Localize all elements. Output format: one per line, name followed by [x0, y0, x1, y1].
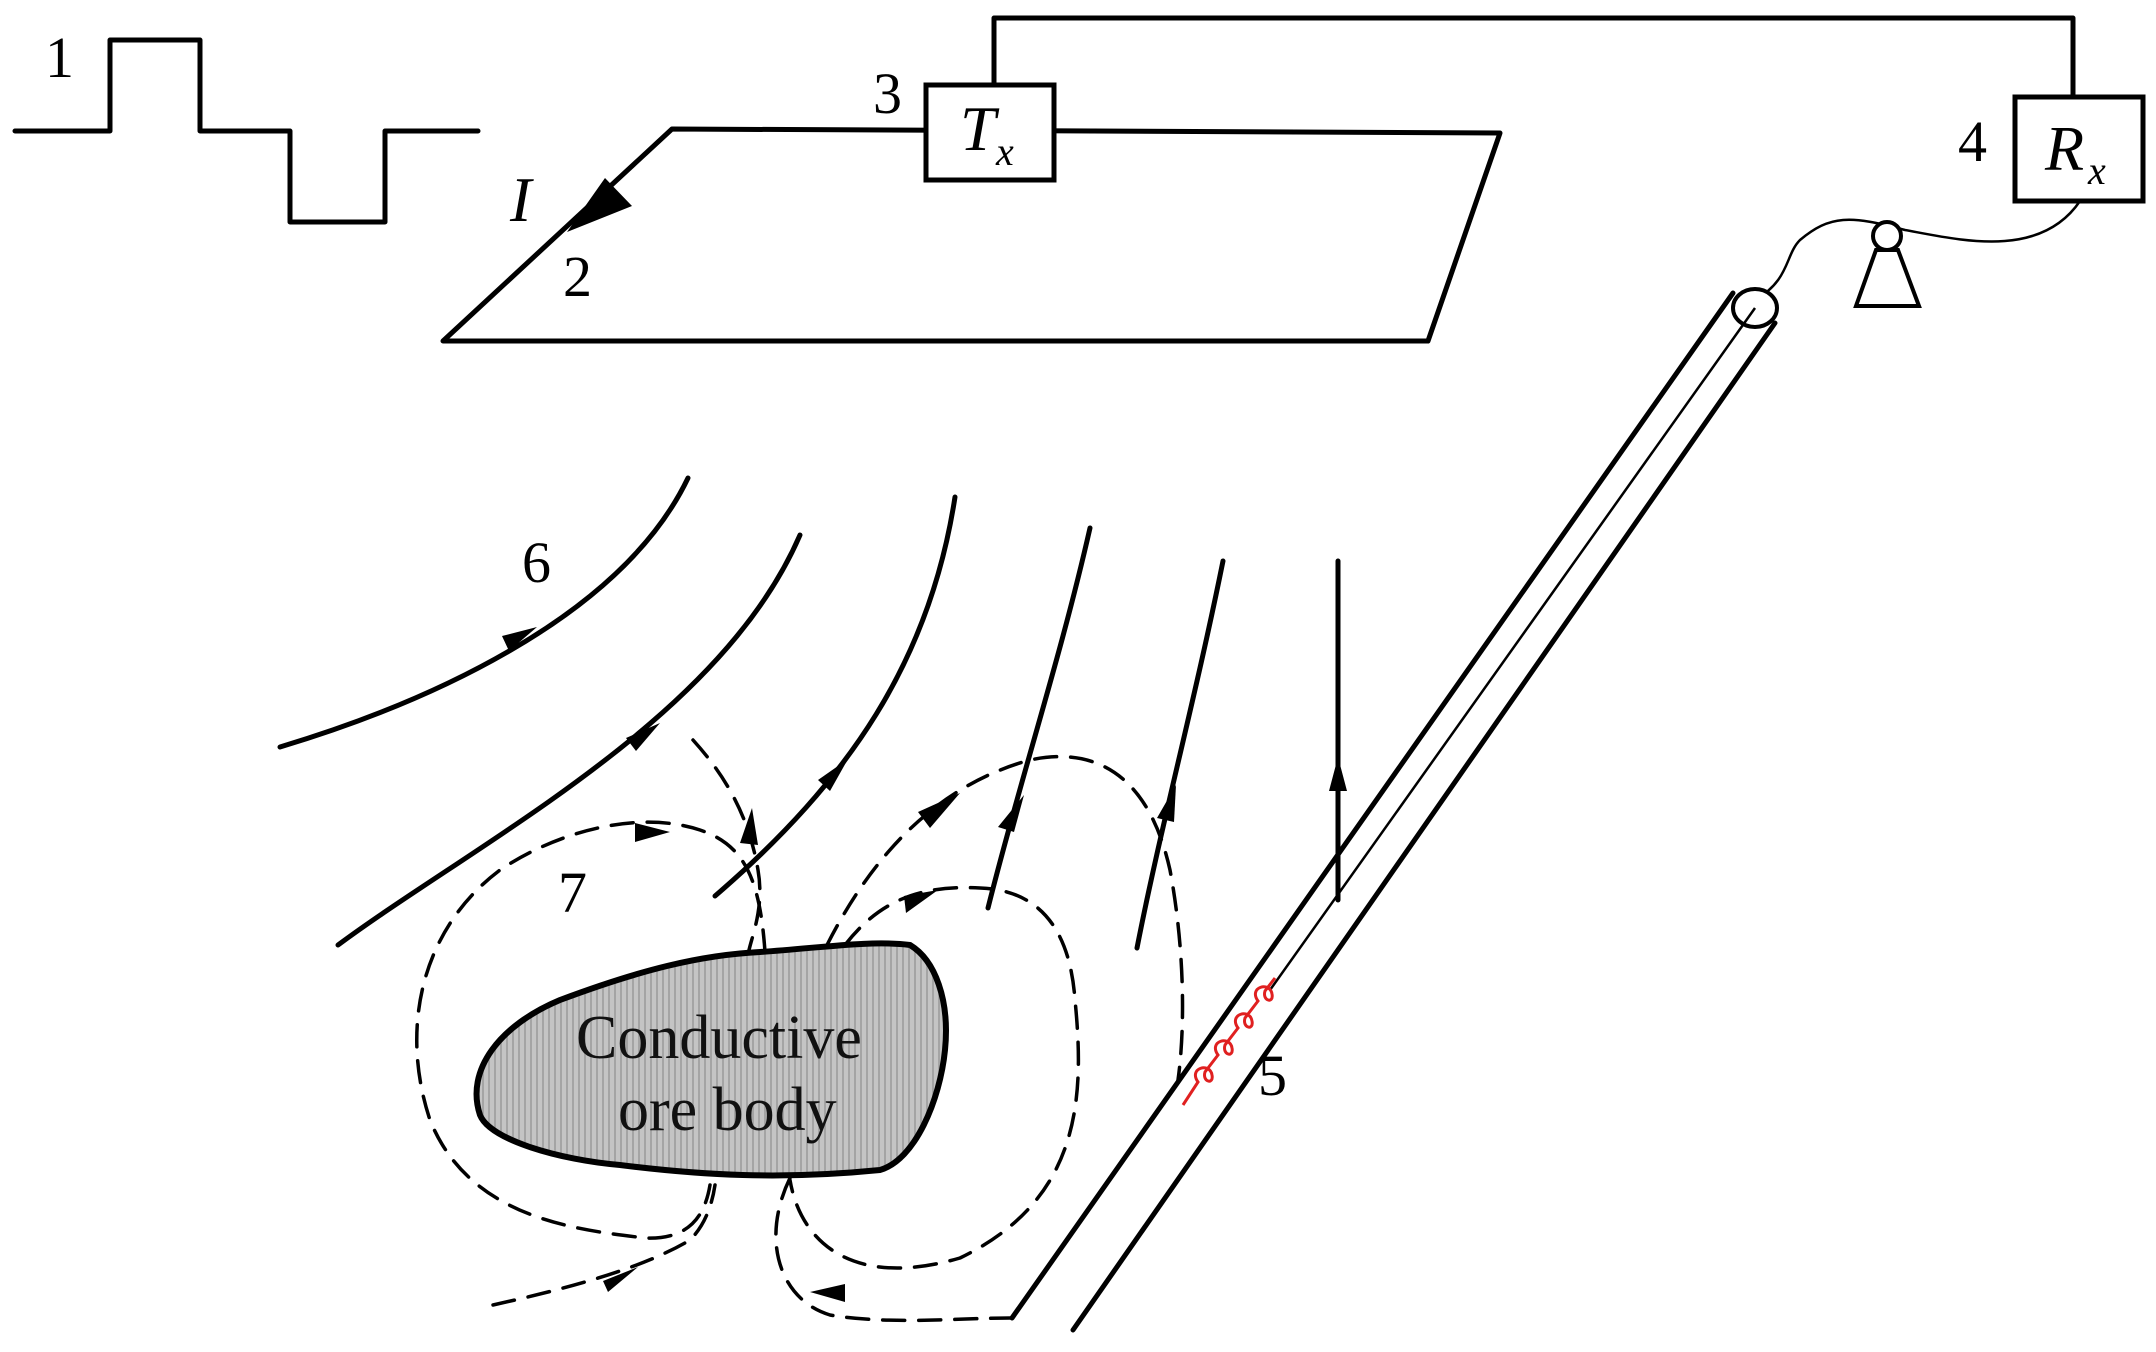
- primary-field-line-4: [985, 525, 1093, 911]
- primary-field-line-2: [335, 532, 803, 948]
- primary-field-line-5: [1134, 558, 1226, 951]
- secondary-field-arrow-top-left: [740, 808, 758, 845]
- ore-body: [473, 940, 949, 1179]
- secondary-field-arrow-right-outer: [918, 793, 960, 828]
- tx-symbol: T: [960, 93, 1000, 164]
- label-4: 4: [1958, 109, 1987, 174]
- secondary-field-arrow-right-inner: [904, 890, 938, 913]
- current-label: I: [509, 164, 534, 235]
- tx-subscript: x: [995, 129, 1014, 174]
- secondary-field-right-outer: [825, 754, 1185, 1082]
- label-7: 7: [558, 860, 587, 925]
- transmitter-box: [923, 82, 1057, 183]
- rx-subscript: x: [2087, 148, 2106, 193]
- primary-field-arrow-5: [1157, 785, 1176, 822]
- probe-cable: [1754, 200, 2082, 302]
- secondary-field-arrow-bottom-right: [810, 1284, 845, 1302]
- secondary-field-left-inner: [415, 820, 767, 1240]
- transmitter-loop: [440, 126, 1503, 344]
- borehole-wall-lower: [1070, 320, 1778, 1333]
- secondary-field-arrow-left: [635, 823, 670, 842]
- waveform: [12, 37, 481, 225]
- label-1: 1: [45, 25, 74, 90]
- primary-field-line-1: [277, 475, 691, 750]
- label-5: 5: [1258, 1043, 1287, 1108]
- label-6: 6: [522, 530, 551, 595]
- secondary-field-bottom-right: [774, 1176, 1012, 1323]
- sync-cable: [991, 15, 2076, 100]
- label-3: 3: [873, 61, 902, 126]
- secondary-field-bottom-left: [491, 1183, 717, 1307]
- ore-body-label-line2: ore body: [618, 1076, 837, 1144]
- probe-line: [1268, 307, 1757, 991]
- primary-field-arrow-3: [818, 759, 848, 791]
- ore-body-label-line1: Conductive: [576, 1004, 862, 1072]
- primary-field-arrow-6: [1329, 757, 1347, 791]
- rx-symbol: R: [2044, 113, 2084, 184]
- primary-field-arrow-1: [502, 627, 537, 651]
- primary-field-arrow-2: [626, 723, 660, 751]
- secondary-field-arrow-bottom-left: [603, 1267, 638, 1292]
- coil-icon: [1181, 977, 1277, 1106]
- secondary-field-top-left: [691, 738, 762, 957]
- label-2: 2: [563, 244, 592, 309]
- pulley-icon: [1853, 220, 1922, 308]
- primary-field-arrow-4: [998, 795, 1024, 832]
- primary-field-line-3: [712, 494, 958, 899]
- current-arrow: [567, 178, 632, 232]
- borehole-wall-upper: [1009, 290, 1736, 1321]
- receiver-box: [2012, 94, 2146, 204]
- secondary-field-right-inner: [788, 885, 1081, 1270]
